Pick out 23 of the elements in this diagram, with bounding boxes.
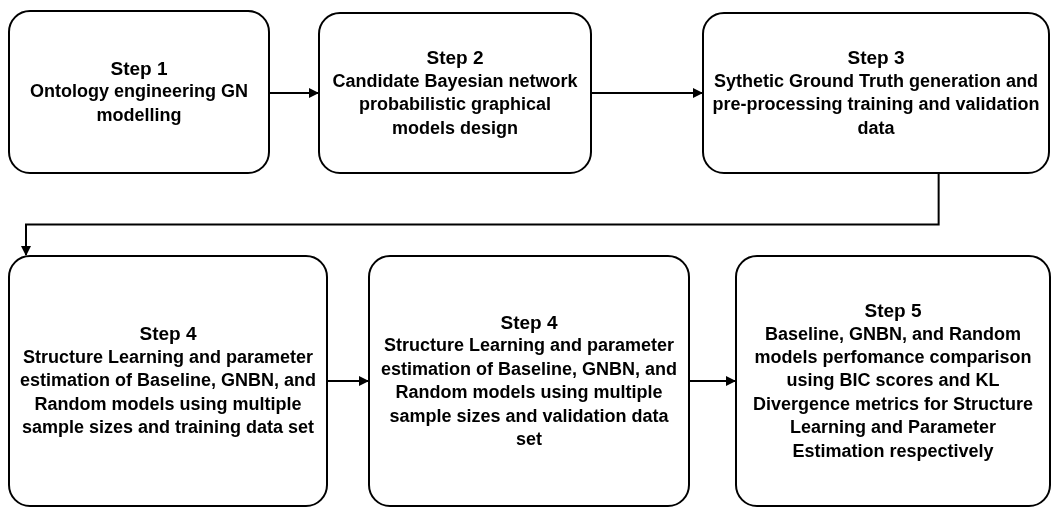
process-box (368, 255, 690, 507)
step-heading: Step 2 (426, 46, 484, 70)
arrow (21, 173, 940, 256)
process-box (8, 255, 328, 507)
arrow (591, 88, 703, 98)
process-box (735, 255, 1051, 507)
arrow (269, 88, 319, 98)
step-description: Candidate Bayesian network probabilistic graphical models design (331, 69, 579, 140)
step-description: Sythetic Ground Truth generation and pre-processing training and validation data (712, 69, 1040, 140)
arrow (689, 376, 736, 386)
step-heading: Step 3 (847, 46, 905, 70)
step-description: Ontology engineering GN modelling (29, 80, 249, 127)
step-heading: Step 5 (864, 298, 922, 323)
step-description: Baseline, GNBN, and Random models perfomance comparison using BIC scores and KL Divergence metrics for Structure Learning and Parameter Estimation respectively (751, 322, 1035, 463)
step-heading: Step 4 (139, 322, 197, 347)
arrow (327, 376, 369, 386)
step-description: Structure Learning and parameter estimation of Baseline, GNBN, and Random models using multiple sample sizes and training data set (18, 346, 318, 440)
process-box (318, 12, 592, 174)
process-box (8, 10, 270, 174)
process-box (702, 12, 1050, 174)
step-heading: Step 4 (500, 310, 558, 335)
step-heading: Step 1 (110, 56, 168, 81)
step-description: Structure Learning and parameter estimation of Baseline, GNBN, and Random models using multiple sample sizes and validation data set (379, 334, 679, 451)
